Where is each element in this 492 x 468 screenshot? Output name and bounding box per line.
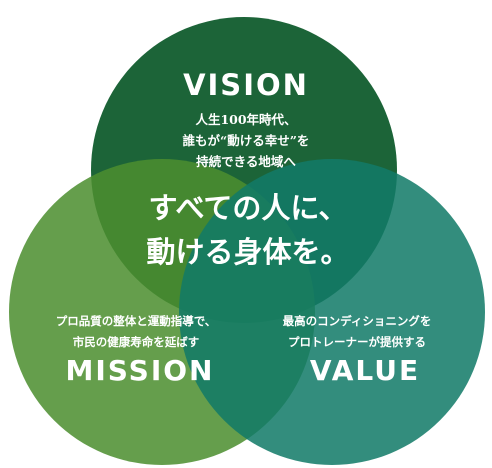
value-line-1: 最高のコンディショニングを xyxy=(283,314,432,328)
vision-line-3: 持続できる地域へ xyxy=(196,154,296,169)
value-heading: VALUE xyxy=(310,354,420,387)
vision-line-2: 誰もが“動ける幸せ”を xyxy=(183,133,310,148)
value-circle xyxy=(179,159,485,465)
mission-heading: MISSION xyxy=(65,354,214,387)
tagline-line-1: すべての人に、 xyxy=(149,191,348,225)
vision-heading: VISION xyxy=(183,68,309,102)
mission-line-1: プロ品質の整体と運動指導で、 xyxy=(56,314,217,328)
value-line-2: プロトレーナーが提供する xyxy=(288,335,426,349)
mission-line-2: 市民の健康寿命を延ばす xyxy=(73,335,200,349)
vision-line-1: 人生100年時代、 xyxy=(195,112,296,127)
tagline-line-2: 動ける身体を。 xyxy=(146,235,349,269)
